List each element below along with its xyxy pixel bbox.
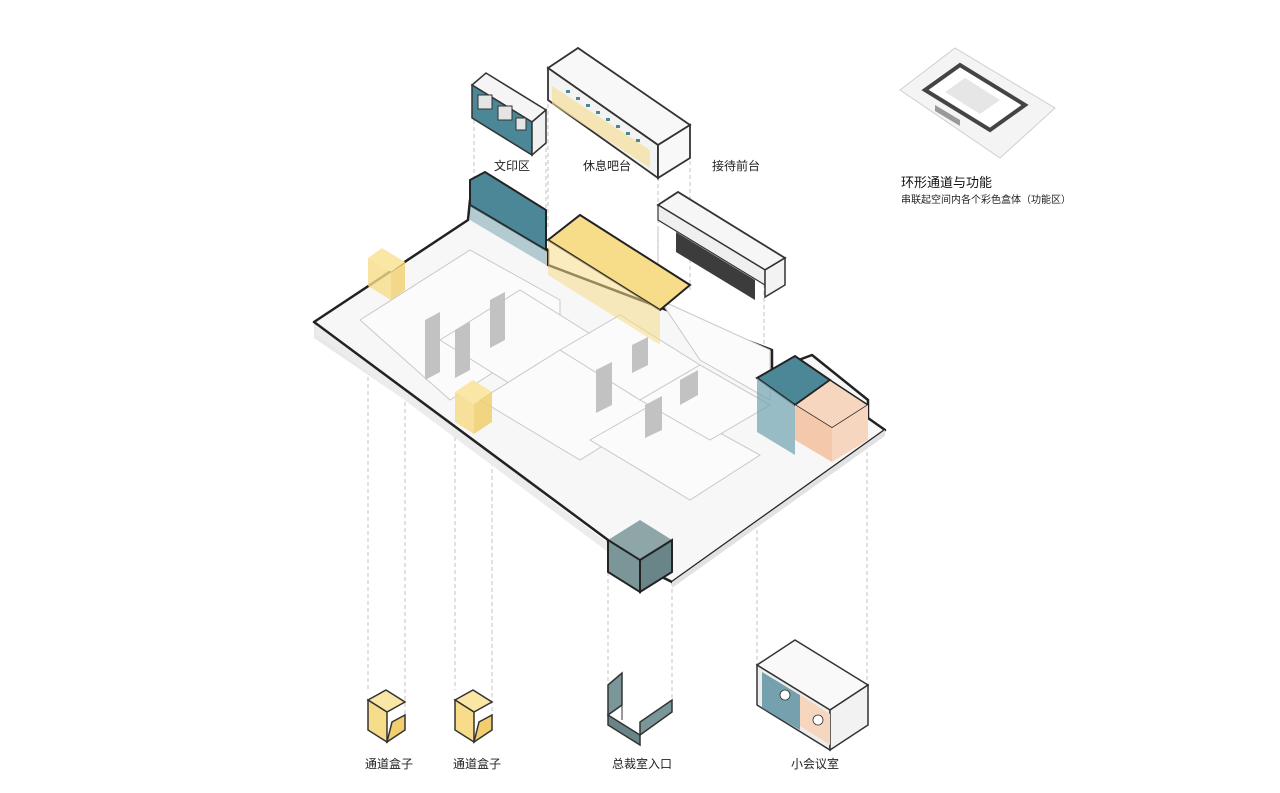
lounge-bar-exploded xyxy=(546,46,692,180)
corridor-box-1-exploded xyxy=(366,689,407,744)
president-entry-exploded xyxy=(607,671,673,747)
corridor-box-2-exploded xyxy=(453,689,494,744)
interior-walls xyxy=(359,249,771,501)
lounge-bar-volume xyxy=(546,213,692,345)
label-reception: 接待前台 xyxy=(711,159,761,173)
reception-exploded xyxy=(656,190,787,300)
print-area-volume xyxy=(469,170,547,265)
label-meeting-room: 小会议室 xyxy=(790,757,840,771)
wall-blocks xyxy=(425,292,698,438)
yellow-box-middle xyxy=(455,380,492,434)
label-lounge-bar: 休息吧台 xyxy=(582,159,632,173)
label-corridor-box-2: 通道盒子 xyxy=(452,757,502,771)
legend-subtitle: 串联起空间内各个彩色盒体（功能区） xyxy=(901,195,1071,206)
meeting-room-exploded xyxy=(755,639,870,752)
legend-title: 环形通道与功能 xyxy=(901,176,993,191)
print-area-exploded xyxy=(470,72,548,157)
legend-thumbnail xyxy=(899,47,1056,159)
label-corridor-box-1: 通道盒子 xyxy=(364,757,414,771)
label-print-area: 文印区 xyxy=(493,159,531,173)
president-entry-volume xyxy=(607,520,673,594)
label-president-entry: 总裁室入口 xyxy=(611,757,673,771)
meeting-room-volume xyxy=(755,354,870,462)
yellow-box-top xyxy=(368,248,405,300)
